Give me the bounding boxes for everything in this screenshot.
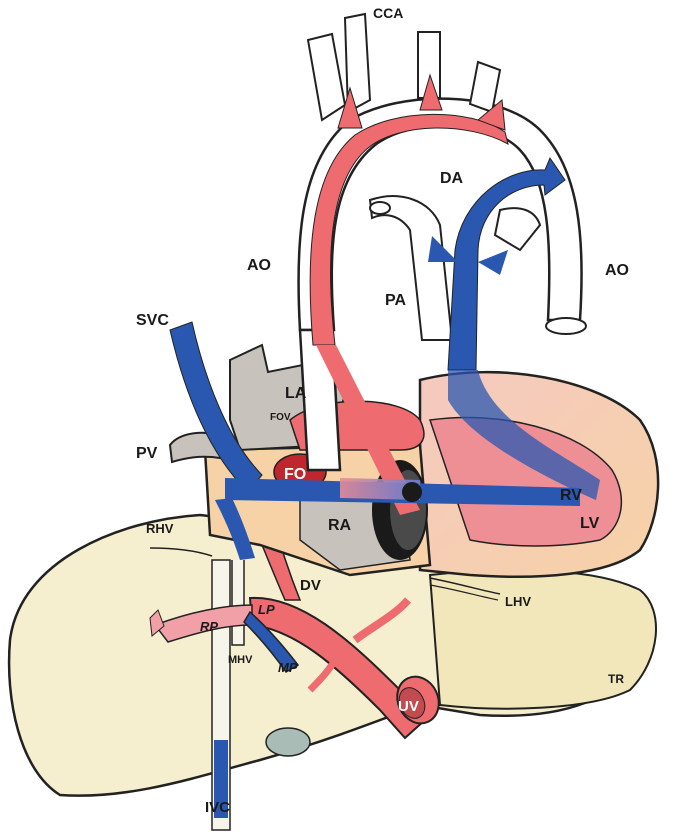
aortic-descending-flow [316,345,420,515]
blue-arrow-pa-right [478,250,508,275]
main-portal [243,610,300,673]
middle-hepatic-vein [231,560,245,646]
red-arrow-subclavian [477,99,506,131]
umbilical-vein [248,596,440,740]
label-mp: MP [278,660,298,675]
label-pv: PV [136,445,158,462]
label-ao-right: AO [605,262,629,279]
label-fov: FOV [270,412,291,423]
artist-signature: TR [608,672,624,686]
ductus-arteriosus-flow [447,156,566,371]
liver-right-lobe [428,569,657,710]
mixed-flow [340,478,420,500]
label-rhv: RHV [146,521,174,536]
blue-arrow-pa-left [428,236,458,262]
red-arrow-cca [337,86,363,129]
pulmonary-artery [368,195,542,341]
label-lhv: LHV [505,594,531,609]
red-arrow-brachio [419,73,443,111]
label-rv: RV [560,487,582,504]
label-lv: LV [580,515,600,532]
label-ao-left: AO [247,257,271,274]
left-ventricle [429,416,623,547]
ascending-aorta-flow [309,113,509,346]
label-la: LA [285,385,307,402]
label-ivc: IVC [205,799,230,816]
inferior-vena-cava [211,559,231,831]
label-ra: RA [328,517,352,534]
right-ventricle-flow [448,370,600,500]
label-dv: DV [300,577,321,594]
label-lp: LP [258,602,275,617]
label-mhv: MHV [228,654,253,666]
label-uv: UV [398,698,419,715]
label-svc: SVC [136,312,169,329]
label-pa: PA [385,292,406,309]
right-hepatic-vein [149,547,213,557]
left-hepatic-vein [429,577,501,595]
gallbladder [265,727,311,757]
label-cca: CCA [373,5,403,21]
label-da: DA [440,170,464,187]
label-fo: FO [284,466,306,483]
label-rp: RP [200,619,218,634]
superior-vena-cava-flow [169,321,263,493]
